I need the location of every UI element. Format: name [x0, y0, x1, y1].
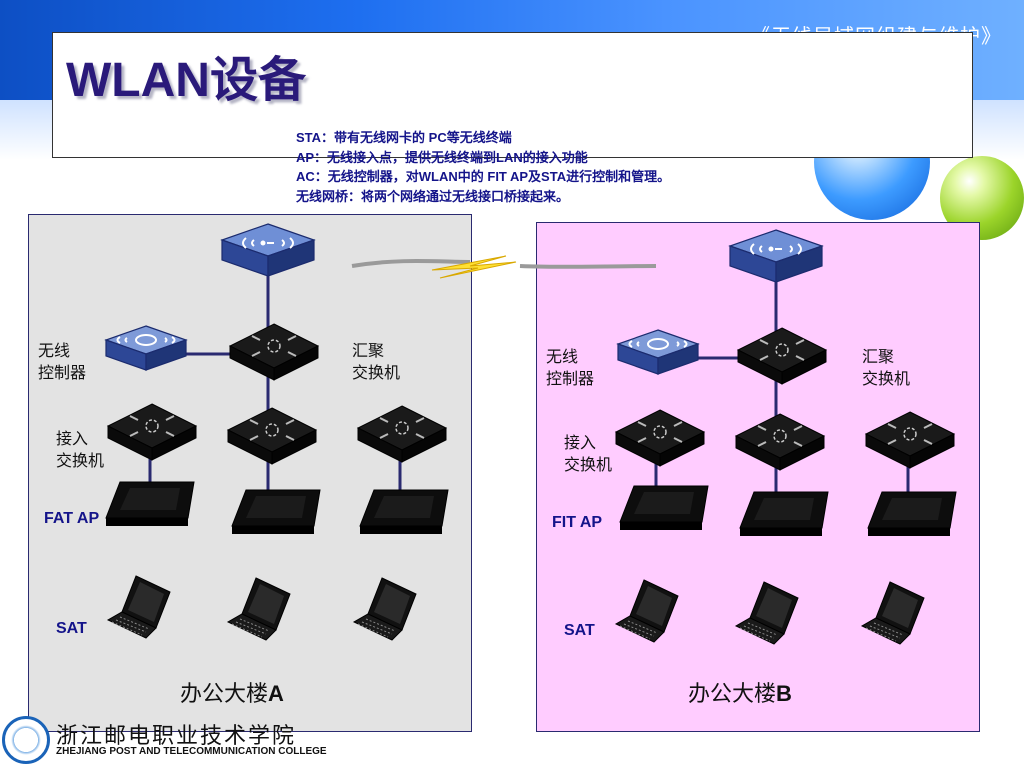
building-a-ap-label: FAT AP [44, 510, 100, 527]
definition-bridge: 无线网桥：将两个网络通过无线接口桥接起来。 [296, 188, 570, 204]
laptop-icon [353, 577, 417, 641]
building-b-name: 办公大楼B [688, 676, 792, 708]
building-a-access-label: 接入 交换机 [56, 429, 105, 470]
access-switch-icon [227, 407, 317, 465]
building-a-aggregation-label: 汇聚 交换机 [352, 341, 401, 382]
definitions-list: STA：带有无线网卡的 PC等无线终端 AP：无线接入点，提供无线终端到LAN的… [296, 128, 670, 206]
laptop-icon [615, 579, 679, 643]
wireless-controller-icon [105, 325, 187, 371]
aggregation-switch-icon [229, 323, 319, 381]
laptop-icon [107, 575, 171, 639]
aggregation-switch-icon [737, 327, 827, 385]
building-a-panel [28, 214, 472, 732]
building-b-ap-label: FIT AP [552, 514, 603, 531]
building-a-name: 办公大楼A [180, 676, 284, 708]
access-switch-icon [865, 411, 955, 469]
laptop-icon [735, 581, 799, 645]
college-emblem-icon [2, 716, 50, 764]
title-box [52, 32, 973, 158]
access-point-icon [359, 489, 449, 535]
slide-title: WLAN设备 [66, 54, 306, 107]
access-point-icon [619, 485, 709, 531]
lightning-link-icon [351, 255, 657, 279]
access-switch-icon [107, 403, 197, 461]
wireless-bridge-icon [729, 229, 823, 283]
building-b-aggregation-label: 汇聚 交换机 [862, 347, 911, 388]
access-point-icon [867, 491, 957, 537]
laptop-icon [227, 577, 291, 641]
building-a-name-text: 办公大楼 [180, 682, 269, 707]
access-switch-icon [735, 413, 825, 471]
access-point-icon [739, 491, 829, 537]
definition-ap: AP：无线接入点，提供无线终端到LAN的接入功能 [296, 149, 588, 165]
definition-sta: STA：带有无线网卡的 PC等无线终端 [296, 130, 512, 145]
laptop-icon [861, 581, 925, 645]
building-b-name-suffix: B [776, 681, 792, 706]
access-point-icon [105, 481, 195, 527]
wireless-controller-icon [617, 329, 699, 375]
wireless-bridge-icon [221, 223, 315, 277]
building-b-controller-label: 无线 控制器 [546, 347, 595, 388]
building-a-links [148, 268, 402, 496]
college-footer: 浙江邮电职业技术学院 ZHEJIANG POST AND TELECOMMUNI… [0, 708, 327, 768]
building-b-sta-label: SAT [564, 622, 595, 639]
building-a-name-suffix: A [268, 681, 284, 706]
building-b-panel [536, 222, 980, 732]
definition-ac: AC：无线控制器，对WLAN中的 FIT AP及STA进行控制和管理。 [296, 169, 671, 184]
building-a-controller-label: 无线 控制器 [38, 341, 87, 382]
access-switch-icon [615, 409, 705, 467]
building-b-access-label: 接入 交换机 [564, 433, 613, 474]
access-switch-icon [357, 405, 447, 463]
building-a-sta-label: SAT [56, 620, 87, 637]
building-b-name-text: 办公大楼 [688, 682, 777, 707]
access-point-icon [231, 489, 321, 535]
college-name-en: ZHEJIANG POST AND TELECOMMUNICATION COLL… [56, 746, 327, 757]
college-name-cn: 浙江邮电职业技术学院 [56, 724, 297, 749]
